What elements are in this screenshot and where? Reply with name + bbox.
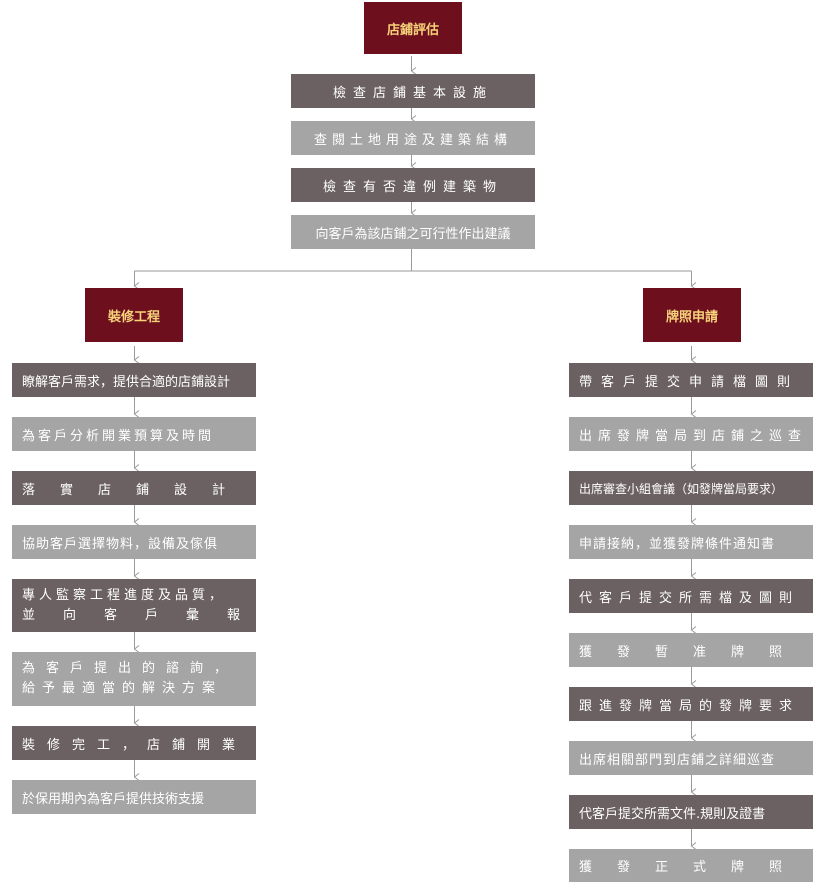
right-step-2: 出席發牌當局到店鋪之巡查 (569, 417, 813, 451)
left-step-3: 落實店鋪設計 (12, 471, 256, 505)
left-step-3-text: 落實店鋪設計 (22, 482, 251, 498)
left-step-5-line1: 專人監察工程進度及品質， (22, 587, 227, 603)
header-renovation: 裝修工程 (85, 288, 183, 342)
right-step-6-text: 獲發暫准牌照 (579, 644, 808, 660)
header-shop-assessment: 店鋪評估 (364, 2, 462, 54)
top-step-2: 查閱土地用途及建築結構 (291, 121, 535, 155)
top-step-3: 檢查有否違例建築物 (291, 168, 535, 202)
right-step-9: 代客戶提交所需文件.規則及證書 (569, 795, 813, 829)
right-step-10: 獲發正式牌照 (569, 849, 813, 882)
left-step-8: 於保用期內為客戶提供技術支援 (12, 780, 256, 814)
left-step-6-line1: 為客戶提出的諮詢， (22, 661, 239, 676)
right-step-4: 申請接納，並獲發牌條件通知書 (569, 525, 813, 559)
right-step-1: 帶客戶提交申請檔圖則 (569, 363, 813, 397)
right-step-3: 出席審查小組會議（如發牌當局要求） (569, 471, 813, 505)
top-step-1: 檢查店鋪基本設施 (291, 74, 535, 108)
right-step-6: 獲發暫准牌照 (569, 633, 813, 667)
left-step-5-line2: 並向客戶彙報 (22, 607, 269, 623)
right-step-10-text: 獲發正式牌照 (579, 860, 808, 875)
left-step-2: 為客戶分析開業預算及時間 (12, 417, 256, 451)
left-step-5: 專人監察工程進度及品質， 並向客戶彙報 (12, 579, 256, 632)
left-step-1: 瞭解客戶需求，提供合適的店鋪設計 (12, 363, 256, 397)
left-step-6-line2: 給予最適當的解決方案 (22, 681, 223, 696)
top-step-4: 向客戶為該店鋪之可行性作出建議 (291, 215, 535, 249)
right-step-8: 出席相關部門到店鋪之詳細巡查 (569, 741, 813, 775)
right-step-7: 跟進發牌當局的發牌要求 (569, 687, 813, 721)
header-licence-application: 牌照申請 (643, 288, 741, 342)
right-step-5: 代客戶提交所需檔及圖則 (569, 579, 813, 613)
left-step-6: 為客戶提出的諮詢， 給予最適當的解決方案 (12, 652, 256, 706)
left-step-7: 裝修完工，店鋪開業 (12, 726, 256, 760)
left-step-4: 協助客戶選擇物料，設備及傢俱 (12, 525, 256, 559)
